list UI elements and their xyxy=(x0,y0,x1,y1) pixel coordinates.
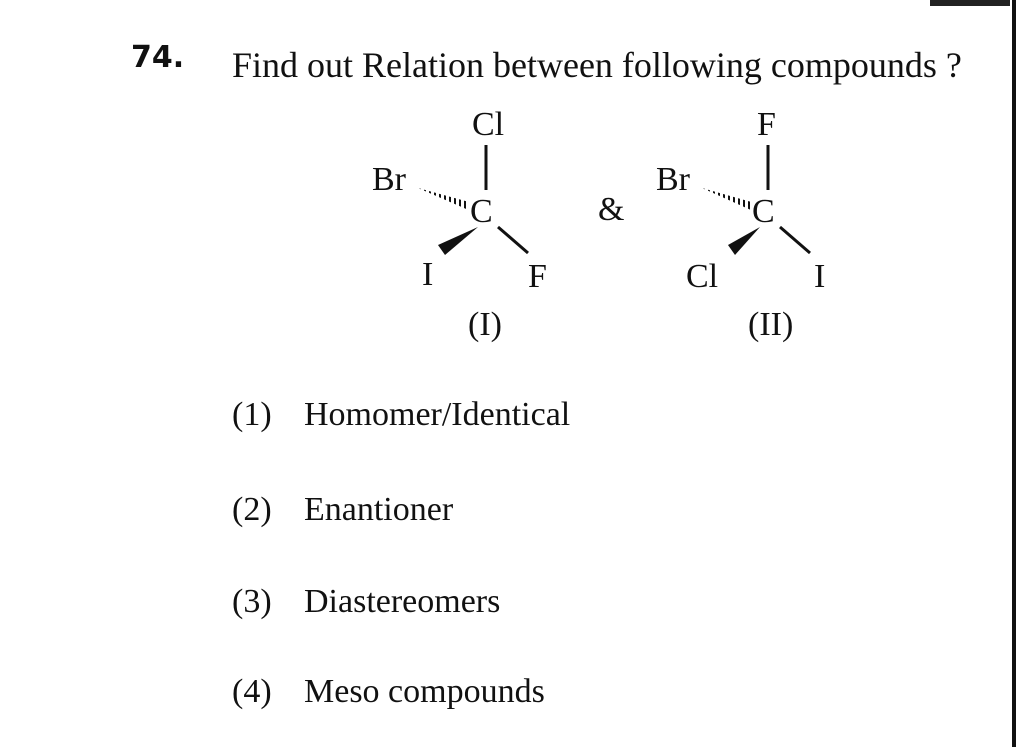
question-text: Find out Relation between following comp… xyxy=(232,45,962,85)
option-3-number: (3) xyxy=(232,583,272,620)
option-4-text: Meso compounds xyxy=(304,673,545,710)
structures-figure: Cl Br C I F (I) & F Br xyxy=(372,106,825,343)
option-1-number: (1) xyxy=(232,396,272,433)
option-2-number: (2) xyxy=(232,491,272,528)
question-number: 74. xyxy=(131,40,185,75)
compound-2-wedge-atom: Cl xyxy=(686,258,718,295)
option-3[interactable]: (3) Diastereomers xyxy=(232,583,500,621)
ampersand: & xyxy=(598,191,624,228)
compound-2-hashed-bond xyxy=(703,188,750,215)
page-edge-rule xyxy=(1012,0,1016,747)
compound-1-wedge-bond xyxy=(438,227,478,255)
compound-1-right-bond xyxy=(497,225,529,255)
compound-1-right-atom: F xyxy=(528,258,547,295)
option-4[interactable]: (4) Meso compounds xyxy=(232,673,545,711)
compound-2-right-bond xyxy=(779,225,811,255)
option-2-text: Enantioner xyxy=(304,491,454,528)
compound-2-top-atom: F xyxy=(757,106,776,143)
compound-2-wedge-bond xyxy=(728,227,760,255)
option-2[interactable]: (2) Enantioner xyxy=(232,491,453,529)
compound-2-right-atom: I xyxy=(814,258,825,295)
option-3-text: Diastereomers xyxy=(304,583,501,620)
option-1-text: Homomer/Identical xyxy=(304,396,571,433)
compound-1-top-atom: Cl xyxy=(472,106,504,143)
compound-2: F Br C Cl I (II) xyxy=(656,106,825,343)
compound-1-center-atom: C xyxy=(470,193,493,230)
option-4-number: (4) xyxy=(232,673,272,710)
compound-1-hashed-bond xyxy=(419,188,466,215)
compound-2-hashed-atom: Br xyxy=(656,161,691,198)
compound-2-center-atom: C xyxy=(752,193,775,230)
compound-1-hashed-atom: Br xyxy=(372,161,407,198)
compound-1-label: (I) xyxy=(468,306,502,343)
corner-decoration xyxy=(930,0,1010,6)
option-1[interactable]: (1) Homomer/Identical xyxy=(232,396,570,434)
compound-1: Cl Br C I F (I) xyxy=(372,106,547,343)
compound-2-label: (II) xyxy=(748,306,793,343)
compound-1-wedge-atom: I xyxy=(422,256,433,293)
